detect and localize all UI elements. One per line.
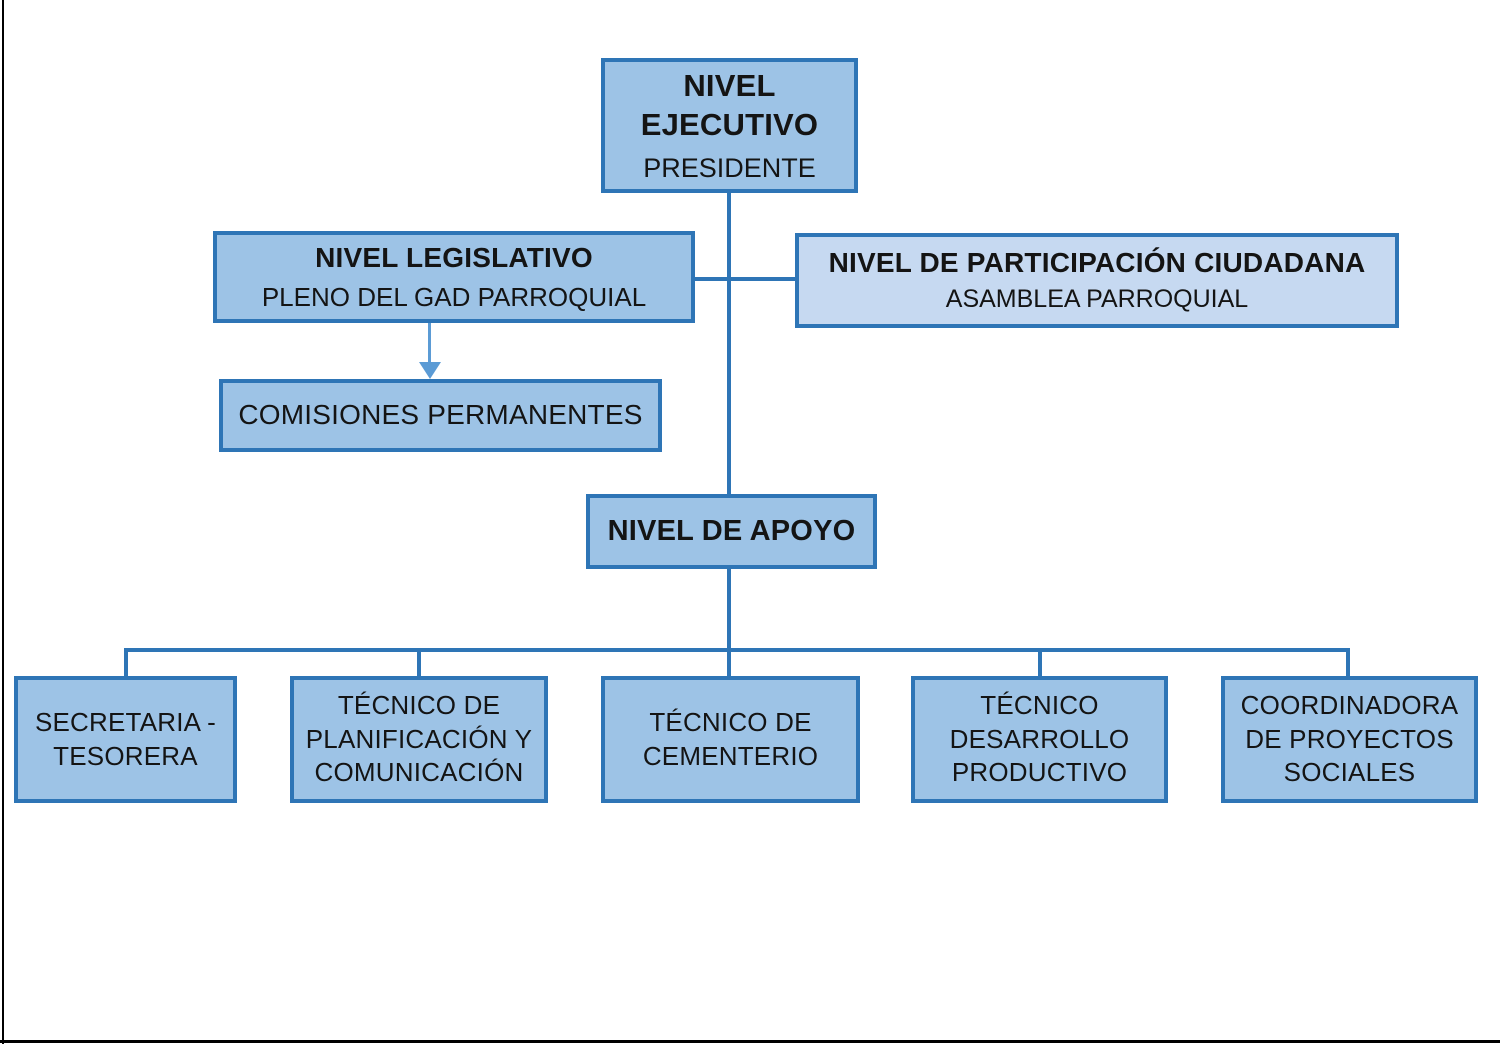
node-title: SECRETARIA - TESORERA — [34, 706, 217, 771]
node-nivel-participacion-ciudadana: NIVEL DE PARTICIPACIÓN CIUDADANA ASAMBLE… — [795, 233, 1399, 328]
node-tecnico-cementerio: TÉCNICO DE CEMENTERIO — [601, 676, 860, 803]
node-title: NIVEL DE APOYO — [607, 514, 856, 547]
node-tecnico-planificacion-comunicacion: TÉCNICO DE PLANIFICACIÓN Y COMUNICACIÓN — [290, 676, 548, 803]
page-border-bottom — [0, 1040, 1500, 1043]
node-title: NIVEL LEGISLATIVO — [315, 242, 593, 274]
node-nivel-de-apoyo: NIVEL DE APOYO — [586, 494, 877, 569]
arrow-down-icon — [419, 362, 441, 379]
node-subtitle: PRESIDENTE — [643, 152, 816, 183]
node-title: TÉCNICO DESARROLLO PRODUCTIVO — [949, 689, 1130, 788]
node-title: NIVEL EJECUTIVO — [640, 67, 819, 143]
node-nivel-ejecutivo: NIVEL EJECUTIVO PRESIDENTE — [601, 58, 858, 193]
connector-distributor-horizontal — [124, 648, 1350, 652]
connector-ejecutivo-apoyo — [727, 193, 731, 494]
arrow-legislativo-comisiones-line — [428, 323, 431, 364]
node-title: COORDINADORA DE PROYECTOS SOCIALES — [1240, 689, 1459, 788]
node-secretaria-tesorera: SECRETARIA - TESORERA — [14, 676, 237, 803]
node-nivel-legislativo: NIVEL LEGISLATIVO PLENO DEL GAD PARROQUI… — [213, 231, 695, 323]
page-border-left — [2, 0, 4, 1044]
node-title: NIVEL DE PARTICIPACIÓN CIUDADANA — [828, 246, 1366, 278]
node-comisiones-permanentes: COMISIONES PERMANENTES — [219, 379, 662, 452]
node-coordinadora-proyectos-sociales: COORDINADORA DE PROYECTOS SOCIALES — [1221, 676, 1478, 803]
connector-apoyo-distributor — [727, 569, 731, 676]
connector-drop-productivo — [1038, 650, 1042, 677]
connector-legislativo-participacion — [693, 277, 797, 281]
connector-drop-secretaria — [124, 650, 128, 677]
connector-drop-planificacion — [417, 650, 421, 677]
node-subtitle: PLENO DEL GAD PARROQUIAL — [261, 281, 647, 312]
node-title: COMISIONES PERMANENTES — [238, 399, 643, 431]
node-subtitle: ASAMBLEA PARROQUIAL — [945, 285, 1249, 314]
node-title: TÉCNICO DE CEMENTERIO — [642, 706, 819, 771]
node-title: TÉCNICO DE PLANIFICACIÓN Y COMUNICACIÓN — [305, 689, 533, 788]
connector-drop-coordinadora — [1346, 650, 1350, 677]
node-tecnico-desarrollo-productivo: TÉCNICO DESARROLLO PRODUCTIVO — [911, 676, 1168, 803]
